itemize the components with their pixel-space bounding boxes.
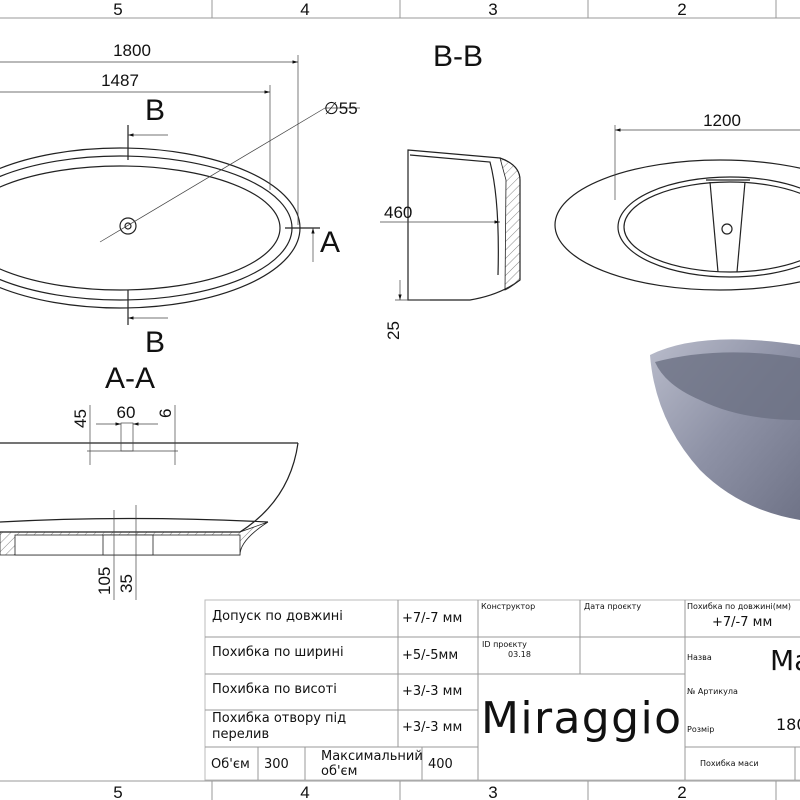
section-b-label: B	[145, 94, 165, 127]
column-number: 3	[488, 783, 497, 800]
dim-60: 60	[117, 403, 136, 422]
dim-length: 1800	[113, 41, 151, 60]
section-aa-title: A-A	[105, 362, 155, 395]
column-number: 5	[113, 0, 122, 19]
column-number: 2	[677, 783, 686, 800]
dim-inner-length: 1487	[101, 71, 139, 90]
volume-label: Об'єм	[211, 757, 250, 772]
dim-base: 25	[384, 321, 403, 340]
section-aa-view: A-A 60 45 6 105 35	[0, 362, 299, 600]
bottom-view: 1200	[554, 111, 800, 291]
volume-value: 300	[264, 757, 289, 772]
column-number: 2	[677, 0, 686, 19]
tolerance-width-label: Похибка по ширині	[212, 645, 344, 660]
max-volume-label: Максимальний	[321, 749, 423, 764]
tolerance-width-value: +5/-5мм	[402, 648, 458, 663]
bathtub-3d-render	[650, 339, 800, 520]
bottom-border: 5 4 3 2	[0, 780, 800, 800]
tolerance-height-label: Похибка по висоті	[212, 682, 337, 697]
drain-diameter-label: ∅55	[324, 99, 358, 118]
tolerance-overflow-label: Похибка отвору під	[212, 711, 346, 726]
size-label: Розмір	[687, 725, 714, 734]
tolerance-overflow-label-2: перелив	[212, 727, 269, 742]
drain-icon	[119, 217, 137, 235]
dim-width: 1200	[703, 111, 741, 130]
project-date-label: Дата проєкту	[584, 602, 641, 611]
length-error-value: +7/-7 мм	[712, 615, 772, 630]
section-a-label: A	[320, 226, 340, 259]
tolerance-overflow-value: +3/-3 мм	[402, 720, 462, 735]
top-border: 5 4 3 2	[0, 0, 800, 19]
length-error-label: Похибка по довжині(мм)	[687, 602, 791, 611]
mass-error-label: Похибка маси	[700, 759, 759, 768]
column-number: 4	[300, 0, 309, 19]
tolerance-length-label: Допуск по довжині	[212, 609, 343, 624]
designer-label: Конструктор	[481, 602, 535, 611]
section-bb-title: B-B	[433, 40, 483, 73]
name-value: Ma	[770, 644, 800, 677]
project-id-value: 03.18	[508, 650, 531, 659]
name-label: Назва	[687, 653, 712, 662]
column-number: 4	[300, 783, 309, 800]
tolerance-height-value: +3/-3 мм	[402, 684, 462, 699]
column-number: 5	[113, 783, 122, 800]
top-view: ∅55 1800 1487 B B A	[0, 41, 360, 359]
brand-logo: Miraggio	[481, 693, 681, 744]
project-id-label: ID проєкту	[482, 640, 527, 649]
max-volume-value: 400	[428, 757, 453, 772]
section-bb-view: B-B 460 25	[380, 40, 521, 340]
article-label: № Артикула	[687, 687, 738, 696]
dim-105: 105	[95, 567, 114, 595]
section-b-label: B	[145, 326, 165, 359]
dim-height: 460	[384, 203, 412, 222]
size-value: 180	[776, 715, 800, 734]
column-number: 3	[488, 0, 497, 19]
dim-6: 6	[156, 409, 175, 418]
dim-45: 45	[71, 409, 90, 428]
tolerance-length-value: +7/-7 мм	[402, 611, 462, 626]
dim-35: 35	[117, 574, 136, 593]
title-block: Допуск по довжині +7/-7 мм Похибка по ши…	[204, 599, 800, 781]
max-volume-label-2: об'єм	[321, 764, 358, 779]
